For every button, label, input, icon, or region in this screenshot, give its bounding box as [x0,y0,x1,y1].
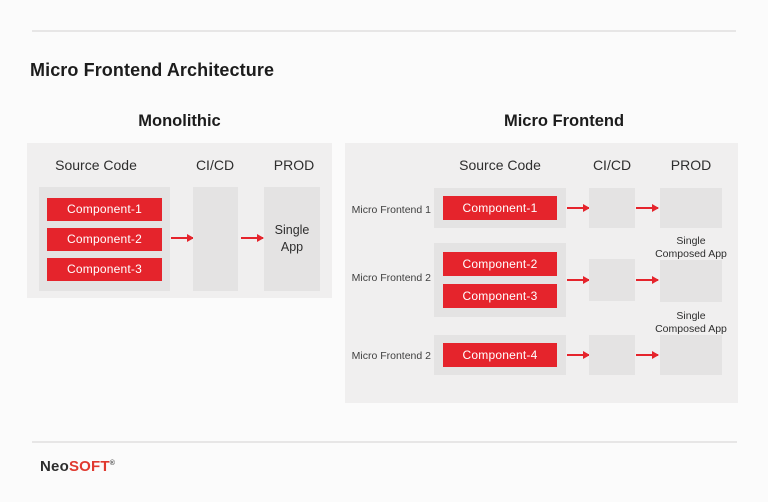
mono-column-header-source-code: Source Code [55,157,137,173]
micro-row2-source-box: Component-2 Component-3 [434,243,566,317]
bottom-divider [32,441,737,443]
micro-row2-prod-box [660,260,722,302]
monolithic-panel: Source Code CI/CD PROD Component-1 Compo… [27,143,332,298]
monolithic-cicd-box [193,187,238,291]
component-chip: Component-1 [47,197,162,221]
logo-text-red: SOFT [68,458,110,475]
row-label-micro-frontend-3: Micro Frontend 2 [351,350,431,362]
component-chip: Component-2 [443,252,557,276]
micro-row1-source-box: Component-1 [434,188,566,228]
single-composed-app-label: Single Composed App [655,235,727,261]
micro-column-header-prod: PROD [670,157,712,173]
micro-row3-prod-box [660,335,722,375]
monolithic-section-title: Monolithic [138,112,221,130]
arrow-cicd-to-prod-icon [636,203,659,212]
neosoft-logo: NeoSOFT® [40,458,115,475]
logo-text-dark: Neo [40,458,69,475]
component-chip: Component-3 [47,257,162,281]
arrow-cicd-to-prod-icon [241,233,264,242]
arrow-source-to-cicd-icon [567,275,590,284]
micro-frontend-panel: Source Code CI/CD PROD Micro Frontend 1 … [345,143,738,403]
arrow-source-to-cicd-icon [567,350,590,359]
component-chip: Component-2 [47,227,162,251]
micro-row1-prod-box [660,188,722,228]
mono-column-header-cicd: CI/CD [195,157,235,173]
page-title: Micro Frontend Architecture [30,60,275,80]
micro-row1-cicd-box [589,188,635,228]
micro-row3-cicd-box [589,335,635,375]
micro-row2-cicd-box [589,259,635,301]
micro-row3-source-box: Component-4 [434,335,566,375]
registered-trademark-icon: ® [109,460,116,467]
monolithic-prod-box: Single App [264,187,320,291]
mono-column-header-prod: PROD [273,157,315,173]
component-chip: Component-4 [443,343,557,367]
micro-frontend-section-title: Micro Frontend [503,112,625,130]
component-chip: Component-1 [443,196,557,220]
micro-column-header-cicd: CI/CD [592,157,632,173]
row-label-micro-frontend-2: Micro Frontend 2 [351,272,431,284]
single-composed-app-label: Single Composed App [655,310,727,336]
row-label-micro-frontend-1: Micro Frontend 1 [351,204,431,216]
component-chip: Component-3 [443,284,557,308]
micro-column-header-source-code: Source Code [459,157,541,173]
arrow-source-to-cicd-icon [171,233,194,242]
arrow-cicd-to-prod-icon [636,275,659,284]
top-divider [32,30,736,32]
arrow-source-to-cicd-icon [567,203,590,212]
arrow-cicd-to-prod-icon [636,350,659,359]
monolithic-source-box: Component-1 Component-2 Component-3 [39,187,170,291]
single-app-label: Single App [274,222,310,255]
